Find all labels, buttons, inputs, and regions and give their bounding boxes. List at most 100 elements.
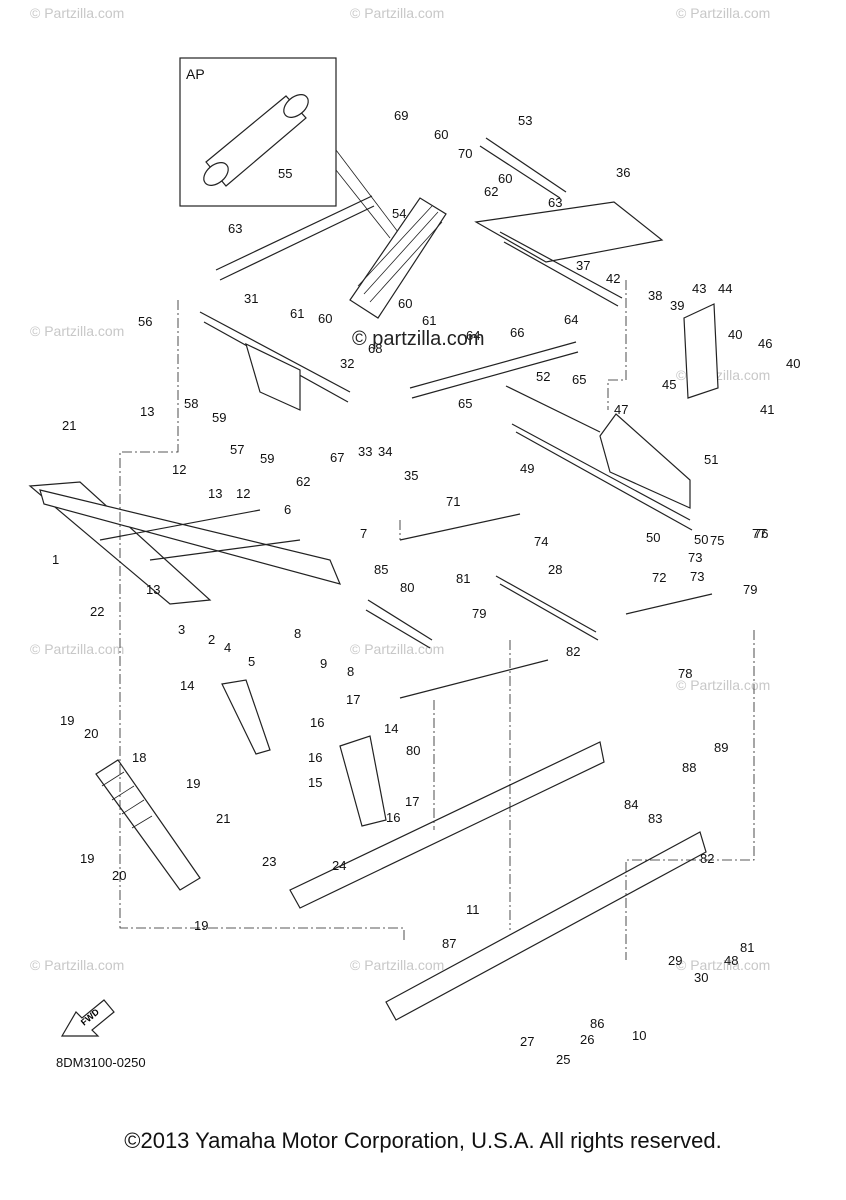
callout-60: 60: [434, 127, 448, 142]
callout-57: 57: [230, 442, 244, 457]
callout-73: 73: [690, 569, 704, 584]
callout-62: 62: [296, 474, 310, 489]
callout-73: 73: [688, 550, 702, 565]
callout-61: 61: [422, 313, 436, 328]
rear-shock-drawing: [349, 197, 447, 319]
callout-54: 54: [392, 206, 406, 221]
callout-76: 76: [754, 526, 768, 541]
callout-28: 28: [548, 562, 562, 577]
callout-4: 4: [224, 640, 231, 655]
callout-68: 68: [368, 341, 382, 356]
callout-52: 52: [536, 369, 550, 384]
callout-53: 53: [518, 113, 532, 128]
callout-83: 83: [648, 811, 662, 826]
fwd-arrow: FWD: [60, 999, 115, 1037]
callout-60: 60: [398, 296, 412, 311]
callout-9: 9: [320, 656, 327, 671]
callout-35: 35: [404, 468, 418, 483]
callout-19: 19: [186, 776, 200, 791]
callout-39: 39: [670, 298, 684, 313]
link-drawing: [339, 735, 387, 827]
callout-61: 61: [290, 306, 304, 321]
callout-21: 21: [216, 811, 230, 826]
spring-boot-drawing: [203, 94, 309, 187]
callout-48: 48: [724, 953, 738, 968]
callout-78: 78: [678, 666, 692, 681]
callout-51: 51: [704, 452, 718, 467]
callout-65: 65: [572, 372, 586, 387]
watermark: © Partzilla.com: [30, 323, 124, 339]
watermark: © Partzilla.com: [676, 5, 770, 21]
callout-13: 13: [140, 404, 154, 419]
callout-75: 75: [710, 533, 724, 548]
ap-inset-box: [179, 57, 337, 207]
bracket-drawing: [599, 413, 691, 509]
callout-12: 12: [172, 462, 186, 477]
callout-19: 19: [194, 918, 208, 933]
callout-86: 86: [590, 1016, 604, 1031]
upper-arm-drawing: [474, 137, 664, 307]
parts-diagram: © Partzilla.com © Partzilla.com © Partzi…: [28, 5, 800, 1067]
callout-88: 88: [682, 760, 696, 775]
diagram-code: 8DM3100-0250: [56, 1055, 146, 1070]
callout-56: 56: [138, 314, 152, 329]
callout-72: 72: [652, 570, 666, 585]
callout-19: 19: [60, 713, 74, 728]
callout-34: 34: [378, 444, 392, 459]
side-plate-drawing: [683, 303, 719, 399]
callout-64: 64: [466, 328, 480, 343]
callout-50: 50: [694, 532, 708, 547]
front-arm-drawing: [28, 481, 342, 605]
callout-64: 64: [564, 312, 578, 327]
callout-13: 13: [208, 486, 222, 501]
callout-33: 33: [358, 444, 372, 459]
callout-40: 40: [728, 327, 742, 342]
callout-8: 8: [294, 626, 301, 641]
watermark: © Partzilla.com: [30, 641, 124, 657]
callout-69: 69: [394, 108, 408, 123]
inset-label: AP: [186, 66, 205, 82]
callout-22: 22: [90, 604, 104, 619]
callout-16: 16: [310, 715, 324, 730]
exploded-view-drawing: © Partzilla.com © Partzilla.com © Partzi…: [28, 5, 800, 1067]
callout-10: 10: [632, 1028, 646, 1043]
callout-12: 12: [236, 486, 250, 501]
callout-60: 60: [318, 311, 332, 326]
callout-81: 81: [740, 940, 754, 955]
callout-3: 3: [178, 622, 185, 637]
callout-82: 82: [566, 644, 580, 659]
callout-59: 59: [212, 410, 226, 425]
watermark: © Partzilla.com: [30, 5, 124, 21]
pivot-shaft-drawing: [199, 311, 351, 411]
callout-17: 17: [346, 692, 360, 707]
callout-62: 62: [484, 184, 498, 199]
callout-41: 41: [760, 402, 774, 417]
callout-44: 44: [718, 281, 732, 296]
callout-26: 26: [580, 1032, 594, 1047]
callout-89: 89: [714, 740, 728, 755]
callout-16: 16: [308, 750, 322, 765]
callout-13: 13: [146, 582, 160, 597]
leader-lines: [119, 280, 755, 960]
callout-27: 27: [520, 1034, 534, 1049]
callout-70: 70: [458, 146, 472, 161]
callout-66: 66: [510, 325, 524, 340]
callout-60: 60: [498, 171, 512, 186]
background-watermarks: © Partzilla.com © Partzilla.com © Partzi…: [30, 5, 770, 973]
callout-43: 43: [692, 281, 706, 296]
callout-63: 63: [228, 221, 242, 236]
watermark: © Partzilla.com: [30, 957, 124, 973]
callout-21: 21: [62, 418, 76, 433]
callout-74: 74: [534, 534, 548, 549]
callout-numbers: 1234567889101112121313131414151616161717…: [52, 108, 800, 1067]
slide-rail-drawing: [289, 741, 707, 1021]
watermark: © Partzilla.com: [350, 5, 444, 21]
callout-24: 24: [332, 858, 346, 873]
callout-11: 11: [466, 902, 480, 917]
callout-80: 80: [400, 580, 414, 595]
callout-47: 47: [614, 402, 628, 417]
callout-46: 46: [758, 336, 772, 351]
callout-32: 32: [340, 356, 354, 371]
callout-50: 50: [646, 530, 660, 545]
callout-65: 65: [458, 396, 472, 411]
